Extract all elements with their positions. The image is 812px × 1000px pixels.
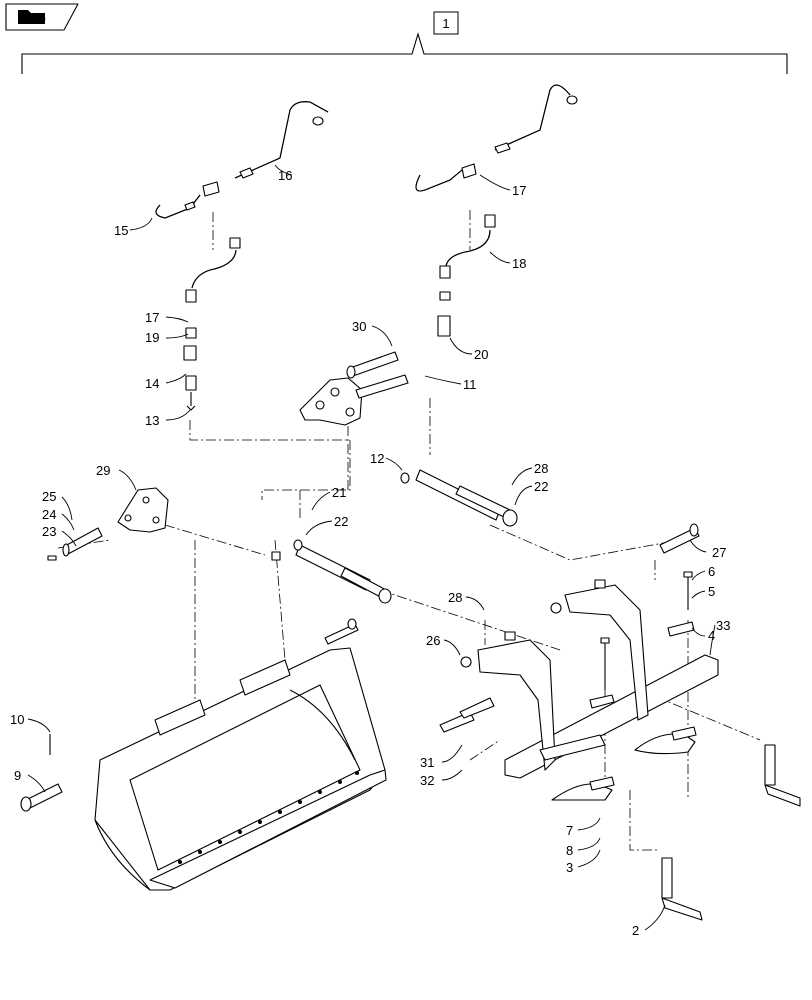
loader-bucket: [94, 618, 387, 891]
callout-4: 4: [708, 628, 715, 643]
assembly-label: 1: [442, 16, 449, 31]
coupler-frame: [460, 579, 719, 779]
callout-3: 3: [566, 860, 573, 875]
callout-23: 23: [42, 524, 56, 539]
callout-12: 12: [370, 451, 384, 466]
callout-27: 27: [712, 545, 726, 560]
coupler-bracket-left: [47, 487, 169, 561]
callout-14: 14: [145, 376, 159, 391]
callout-13: 13: [145, 413, 159, 428]
callout-7: 7: [566, 823, 573, 838]
callout-17-right: 17: [512, 183, 526, 198]
release-handle-right: [764, 744, 801, 807]
callout-26: 26: [426, 633, 440, 648]
callout-29: 29: [96, 463, 110, 478]
callout-25: 25: [42, 489, 56, 504]
bolt-lower: [600, 637, 610, 690]
callout-2: 2: [632, 923, 639, 938]
callout-28-upper: 28: [534, 461, 548, 476]
pin-31: [439, 697, 495, 733]
callout-9: 9: [14, 768, 21, 783]
callout-17-left: 17: [145, 310, 159, 325]
callout-labels: 2 3 4 5 6 7 8 9 10 11 12 13 14 15 16 17 …: [10, 168, 730, 938]
release-handle-2: [661, 857, 703, 921]
assembly-label-box: [433, 11, 459, 35]
bucket-pin: [20, 734, 63, 812]
hydraulic-cylinder-upper: [400, 469, 518, 527]
callout-15: 15: [114, 223, 128, 238]
hydraulic-cylinder-lower: [271, 539, 392, 604]
callout-22-upper: 22: [534, 479, 548, 494]
folder-arrow-icon[interactable]: [5, 3, 79, 31]
callout-32: 32: [420, 773, 434, 788]
callout-19: 19: [145, 330, 159, 345]
callout-leaders: [27, 164, 716, 931]
left-hydraulic-hose-assembly: [155, 101, 329, 411]
callout-30: 30: [352, 319, 366, 334]
callout-20: 20: [474, 347, 488, 362]
pin-27: [659, 523, 700, 554]
callout-31: 31: [420, 755, 434, 770]
callout-6: 6: [708, 564, 715, 579]
coupler-tooth-left: [551, 776, 615, 801]
callout-28-lower: 28: [448, 590, 462, 605]
callout-8: 8: [566, 843, 573, 858]
callout-33: 33: [716, 618, 730, 633]
callout-21: 21: [332, 485, 346, 500]
callout-5: 5: [708, 584, 715, 599]
right-hydraulic-hose-assembly: [415, 84, 578, 337]
coupler-tooth-right: [634, 726, 697, 755]
callout-24: 24: [42, 507, 56, 522]
callout-10: 10: [10, 712, 24, 727]
callout-22-lower: 22: [334, 514, 348, 529]
callout-11: 11: [463, 377, 477, 392]
callout-16: 16: [278, 168, 292, 183]
callout-18: 18: [512, 256, 526, 271]
coupler-bracket-upper: [299, 351, 409, 426]
assembly-bracket: [21, 32, 788, 74]
bolt-6: [683, 571, 693, 610]
